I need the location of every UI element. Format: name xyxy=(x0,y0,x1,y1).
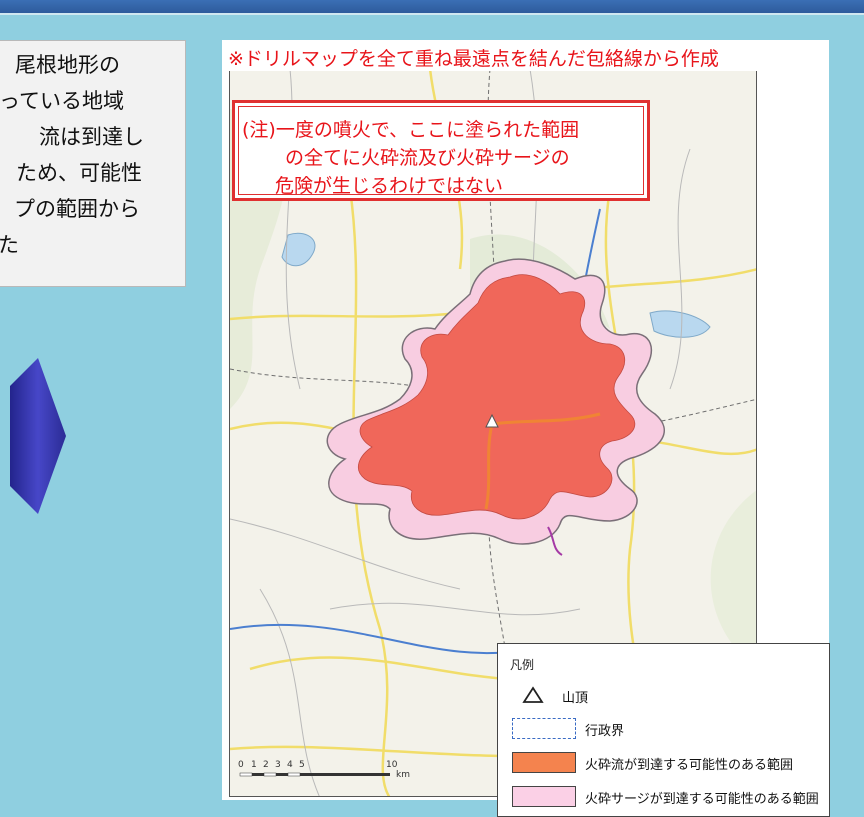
explanation-box: 尾根地形の っている地域 流は到達し ため、可能性 プの範囲から た xyxy=(0,40,186,287)
scale-label: km xyxy=(396,770,410,780)
flow-swatch xyxy=(512,752,576,773)
scale-label: 2 xyxy=(263,760,269,770)
legend-label: 火砕サージが到達する可能性のある範囲 xyxy=(585,792,819,807)
legend-item-flow: 火砕流が到達する可能性のある範囲 xyxy=(498,750,831,776)
explanation-line: 尾根地形の xyxy=(15,53,120,77)
scale-label: 10 xyxy=(386,760,398,770)
right-arrow-icon xyxy=(10,358,66,514)
explanation-line: ため、可能性 xyxy=(16,161,142,185)
note-inner-border xyxy=(238,106,644,195)
summit-triangle-icon xyxy=(485,413,499,428)
note-line: (注)一度の噴火で、ここに塗られた範囲 xyxy=(242,119,580,141)
scale-label: 3 xyxy=(275,760,281,770)
legend-item-summit: 山頂 xyxy=(498,683,831,709)
legend-label: 山頂 xyxy=(562,691,589,706)
triangle-icon xyxy=(522,686,544,703)
scale-label: 5 xyxy=(299,760,305,770)
top-bar xyxy=(0,0,864,13)
scale-label: 4 xyxy=(287,760,293,770)
map-title-banner: ※ドリルマップを全て重ね最遠点を結んだ包絡線から作成 xyxy=(224,41,827,71)
map-title: ※ドリルマップを全て重ね最遠点を結んだ包絡線から作成 xyxy=(228,48,719,70)
lake xyxy=(649,310,711,338)
legend-item-surge: 火砕サージが到達する可能性のある範囲 xyxy=(498,784,831,810)
legend-label: 火砕流が到達する可能性のある範囲 xyxy=(585,758,794,773)
dashed-boundary-icon xyxy=(512,718,576,739)
explanation-line: プの範囲から xyxy=(14,197,140,221)
explanation-line: た xyxy=(0,233,19,257)
scale-label: 1 xyxy=(251,760,257,770)
surge-swatch xyxy=(512,786,576,807)
legend-title: 凡例 xyxy=(510,658,535,672)
scale-label: 0 xyxy=(238,760,244,770)
note-line: 危険が生じるわけではない xyxy=(275,175,504,197)
map-legend: 凡例 山頂 行政界 火砕流が到達する可能性のある範囲 火砕サージが到達する可能性… xyxy=(497,643,830,817)
legend-label: 行政界 xyxy=(585,724,625,739)
explanation-line: 流は到達し xyxy=(39,125,144,149)
legend-item-boundary: 行政界 xyxy=(498,716,831,742)
note-line: の全てに火砕流及び火砕サージの xyxy=(285,147,570,169)
explanation-line: っている地域 xyxy=(0,89,124,113)
scale-bar xyxy=(239,772,390,777)
top-bar-divider xyxy=(0,13,864,15)
pyroclastic-flow-area xyxy=(357,274,636,520)
note-box: (注)一度の噴火で、ここに塗られた範囲 の全てに火砕流及び火砕サージの 危険が生… xyxy=(232,100,650,201)
